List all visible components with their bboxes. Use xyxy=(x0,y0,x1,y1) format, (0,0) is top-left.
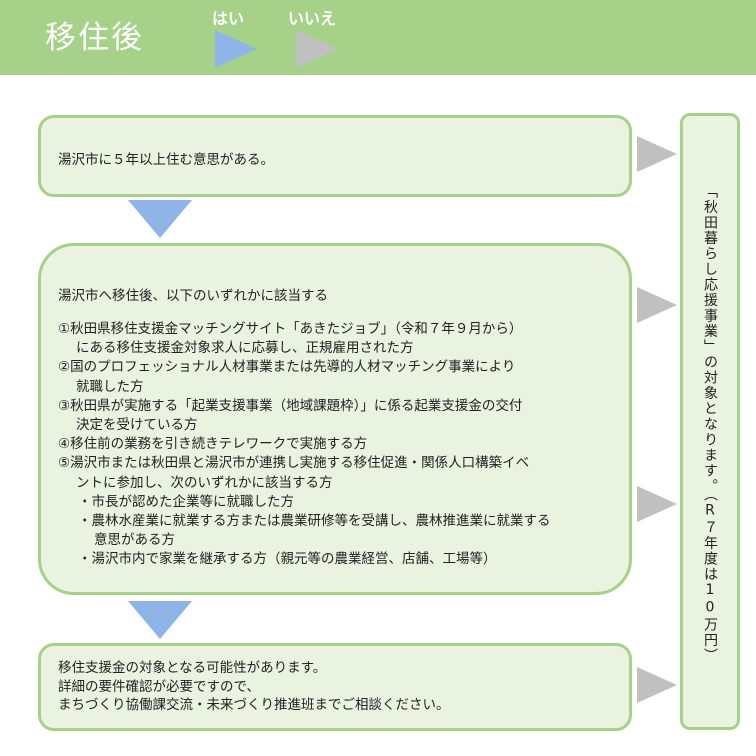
sub-condition-line: ・湯沢市内で家業を継承する方（親元等の農業経営、店舗、工場等） xyxy=(78,551,497,568)
condition-line: ントに参加し、次のいずれかに該当する方 xyxy=(76,474,333,491)
sub-condition-line: ・市長が認めた企業等に就職した方 xyxy=(78,493,294,510)
condition-line: ①秋田県移住支援金マッチングサイト「あきたジョブ」（令和７年９月から） xyxy=(58,321,523,337)
question2-box xyxy=(38,243,632,595)
question1-text: 湯沢市に５年以上住む意思がある。 xyxy=(58,152,274,168)
result-yes-text: 移住支援金の対象となる可能性があります。 詳細の要件確認が必要ですので、 まちづ… xyxy=(58,659,450,715)
condition-line: ③秋田県が実施する「起業支援事業（地域課題枠）」に係る起業支援金の交付 xyxy=(58,397,523,414)
yes-arrow-down-icon xyxy=(128,200,192,238)
condition-line: ⑤湯沢市または秋田県と湯沢市が連携し実施する移住促進・関係人口構築イベ xyxy=(58,455,530,472)
no-arrow-right-icon xyxy=(637,486,677,522)
header-bar: 移住後 はい いいえ xyxy=(0,0,756,75)
sub-condition-line: 意思がある方 xyxy=(94,532,175,549)
question2-intro: 湯沢市へ移住後、以下のいずれかに該当する xyxy=(58,288,328,304)
yes-arrow-down-icon xyxy=(128,601,192,639)
legend-yes-arrow-icon xyxy=(215,30,257,68)
condition-line: 就職した方 xyxy=(76,378,144,395)
question1-box xyxy=(38,115,632,197)
legend-no-label: いいえ xyxy=(288,9,337,28)
no-arrow-right-icon xyxy=(637,136,677,172)
condition-line: にある移住支援金対象求人に応募し、正規雇用された方 xyxy=(76,340,414,357)
no-arrow-right-icon xyxy=(637,287,677,323)
result-no-box xyxy=(680,113,740,730)
condition-line: ④移住前の業務を引き続きテレワークで実施する方 xyxy=(58,436,368,453)
result-yes-line: 詳細の要件確認が必要ですので、 xyxy=(58,678,260,695)
condition-line: ②国のプロフェッショナル人材事業または先導的人材マッチング事業により xyxy=(58,359,516,376)
result-no-text: 「秋田暮らし応援事業」の対象となります。（R７年度は10万円） xyxy=(702,184,718,664)
result-no-text-wrap: 「秋田暮らし応援事業」の対象となります。（R７年度は10万円） xyxy=(680,184,740,724)
legend-no-arrow-icon xyxy=(296,30,338,68)
condition-line: 決定を受けている方 xyxy=(76,417,198,434)
conditions-list: ①秋田県移住支援金マッチングサイト「あきたジョブ」（令和７年９月から） にある移… xyxy=(58,320,624,570)
page-title: 移住後 xyxy=(45,20,144,56)
legend-yes-label: はい xyxy=(212,9,245,28)
result-yes-box xyxy=(38,643,632,731)
result-yes-line: 移住支援金の対象となる可能性があります。 xyxy=(58,660,327,676)
no-arrow-right-icon xyxy=(637,667,677,703)
sub-condition-line: ・農林水産業に就業する方または農業研修等を受講し、農林推進業に就業する xyxy=(78,513,551,530)
result-yes-line: まちづくり協働課交流・未来づくり推進班までご相談ください。 xyxy=(58,697,450,713)
